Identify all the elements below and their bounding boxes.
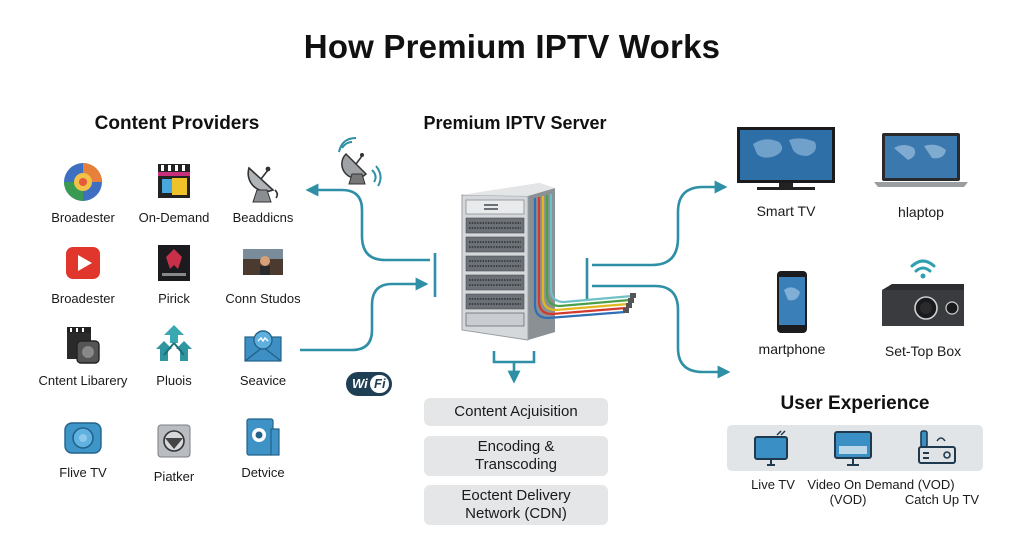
pipeline-step-acquisition: Content Acjuisition: [424, 398, 608, 426]
provider-label: Beaddicns: [232, 210, 294, 225]
satellite-dish-icon: [338, 137, 382, 187]
provider-item[interactable]: Detvice: [215, 415, 311, 480]
provider-label: Broadester: [51, 210, 115, 225]
provider-label: On-Demand: [138, 210, 210, 225]
provider-item[interactable]: Broadester: [35, 241, 131, 306]
connector-to-satellite: [305, 183, 430, 262]
provider-label: Cntent Libarery: [38, 373, 128, 388]
user-experience-panel: [727, 425, 983, 471]
smart-tv-icon: [737, 127, 835, 190]
live-tv-icon: [754, 430, 788, 466]
camera-icon: [64, 422, 102, 454]
server-heading: Premium IPTV Server: [423, 113, 607, 133]
film-camera-icon: [67, 327, 100, 364]
device-smartphone[interactable]: martphone: [742, 270, 842, 357]
globe-broadcast-icon: [64, 163, 102, 201]
provider-item[interactable]: Seavice: [215, 323, 311, 388]
provider-item[interactable]: Conn Studos: [215, 241, 311, 306]
content-providers-heading: Content Providers: [94, 113, 260, 134]
player-icon: [157, 424, 191, 458]
provider-label: Broadester: [51, 291, 115, 306]
provider-item[interactable]: On-Demand: [126, 160, 222, 225]
device-laptop[interactable]: hlaptop: [872, 132, 970, 220]
ux-label-vod-sub: (VOD): [829, 492, 867, 507]
device-icon: [246, 418, 280, 456]
provider-item[interactable]: Pirick: [126, 241, 222, 306]
ux-label-live-tv: Live TV: [751, 477, 795, 492]
set-top-box-icon: [882, 259, 964, 326]
satellite-dish-icon: [247, 166, 279, 203]
provider-label: Piatker: [153, 469, 195, 484]
movie-still-icon: [243, 249, 283, 275]
wifi-badge-text-fi: Fi: [374, 376, 386, 391]
device-label: Set-Top Box: [884, 343, 962, 359]
router-icon: [918, 430, 956, 464]
provider-label: Detvice: [241, 465, 285, 480]
provider-item[interactable]: Pluois: [126, 323, 222, 388]
connector-to-set-top: [592, 284, 731, 379]
server-rack-icon: [461, 183, 636, 341]
device-label: hlaptop: [898, 204, 944, 220]
network-tree-icon: [156, 325, 192, 361]
ux-label-catch-up: Catch Up TV: [904, 492, 980, 507]
provider-label: Pirick: [158, 291, 190, 306]
device-label: martphone: [758, 341, 826, 357]
user-experience-heading: User Experience: [780, 393, 930, 414]
mail-service-icon: [244, 330, 282, 362]
device-set-top-box[interactable]: Set-Top Box: [876, 252, 970, 359]
play-button-icon: [66, 247, 100, 279]
wifi-badge-text-wi: Wi: [352, 376, 368, 391]
provider-label: Pluois: [156, 373, 192, 388]
provider-item[interactable]: Beaddicns: [215, 160, 311, 225]
connector-to-smart-tv: [592, 180, 728, 267]
vod-monitor-icon: [834, 431, 872, 466]
provider-label: Conn Studos: [225, 291, 301, 306]
studio-logo-icon: [158, 245, 190, 281]
smartphone-icon: [777, 271, 807, 333]
ux-label-vod: Video On Demand (VOD): [807, 477, 955, 492]
page-title: How Premium IPTV Works: [303, 28, 721, 65]
wifi-badge-icon: [346, 372, 392, 396]
laptop-icon: [874, 133, 968, 187]
server-down-bracket: [492, 351, 536, 364]
device-label: Smart TV: [756, 203, 816, 219]
provider-item[interactable]: Flive TV: [35, 415, 131, 480]
provider-item[interactable]: Broadester: [35, 160, 131, 225]
pipeline-step-cdn: Eoctent Delivery Network (CDN): [424, 485, 608, 525]
provider-item[interactable]: Piatker: [126, 419, 222, 484]
pipeline-step-encoding: Encoding & Transcoding: [424, 436, 608, 476]
clapperboard-icon: [158, 164, 190, 198]
connector-from-service: [300, 277, 429, 352]
provider-label: Seavice: [239, 373, 287, 388]
provider-label: Flive TV: [59, 465, 107, 480]
provider-item[interactable]: Cntent Libarery: [35, 323, 131, 388]
device-smart-tv[interactable]: Smart TV: [735, 126, 837, 219]
